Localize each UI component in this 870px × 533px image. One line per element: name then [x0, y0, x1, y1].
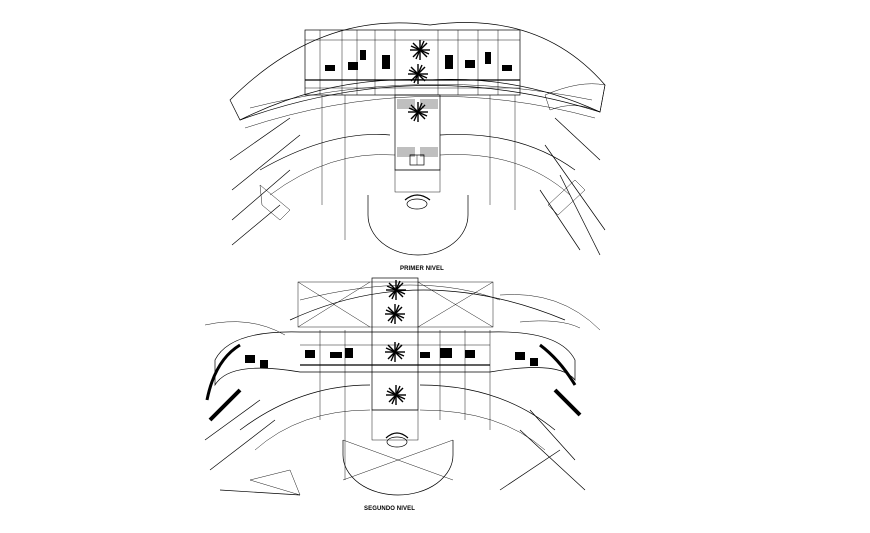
- plan-segundo-nivel: [204, 277, 601, 496]
- plan-primer-nivel: [229, 22, 606, 256]
- plan-title-segundo-nivel: SEGUNDO NIVEL: [364, 506, 415, 512]
- plan-title-primer-nivel: PRIMER NIVEL: [400, 266, 444, 272]
